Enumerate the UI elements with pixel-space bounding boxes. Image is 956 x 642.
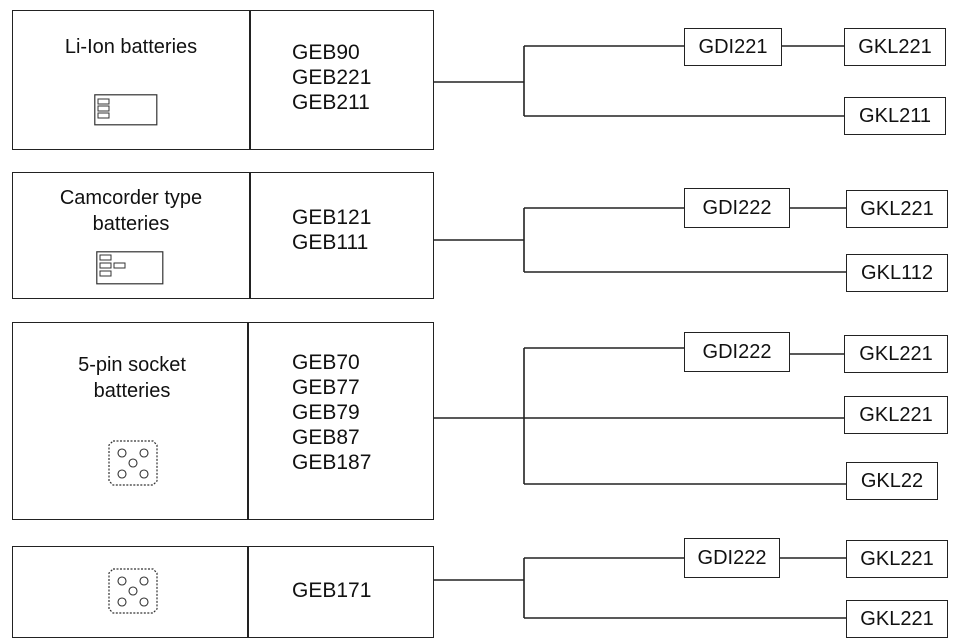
battery-type-title: Li-Ion batteries <box>64 36 198 58</box>
li-ion-battery-icon <box>94 94 158 126</box>
five-pin-socket-icon <box>108 568 158 614</box>
adapter-box: GDI222 <box>684 188 790 228</box>
charger-box: GKL112 <box>846 254 948 292</box>
charger-box: GKL221 <box>844 28 946 66</box>
five-pin-socket-icon <box>108 440 158 486</box>
battery-type-title: Camcorder type batteries <box>59 187 203 235</box>
charger-box: GKL221 <box>846 600 948 638</box>
adapter-box: GDI222 <box>684 332 790 372</box>
battery-model-list: GEB90 GEB221 GEB211 <box>292 41 372 114</box>
group-divider <box>247 323 249 519</box>
camcorder-battery-icon <box>96 251 164 285</box>
battery-group-geb171 <box>12 546 434 638</box>
charger-box: GKL211 <box>844 97 946 135</box>
battery-group-camcorder <box>12 172 434 299</box>
battery-group-li-ion <box>12 10 434 150</box>
battery-model-list: GEB121 GEB111 <box>292 206 372 254</box>
charger-box: GKL221 <box>846 190 948 228</box>
group-divider <box>249 11 251 149</box>
charger-box: GKL221 <box>846 540 948 578</box>
charger-box: GKL221 <box>844 335 948 373</box>
battery-group-5-pin <box>12 322 434 520</box>
battery-model-list: GEB70 GEB77 GEB79 GEB87 GEB187 <box>292 351 372 474</box>
group-divider <box>249 173 251 298</box>
charger-box: GKL221 <box>844 396 948 434</box>
charger-box: GKL22 <box>846 462 938 500</box>
group-divider <box>247 547 249 637</box>
adapter-box: GDI221 <box>684 28 782 66</box>
battery-type-title: 5-pin socket batteries <box>78 354 186 402</box>
battery-model-list: GEB171 <box>292 579 372 602</box>
adapter-box: GDI222 <box>684 538 780 578</box>
